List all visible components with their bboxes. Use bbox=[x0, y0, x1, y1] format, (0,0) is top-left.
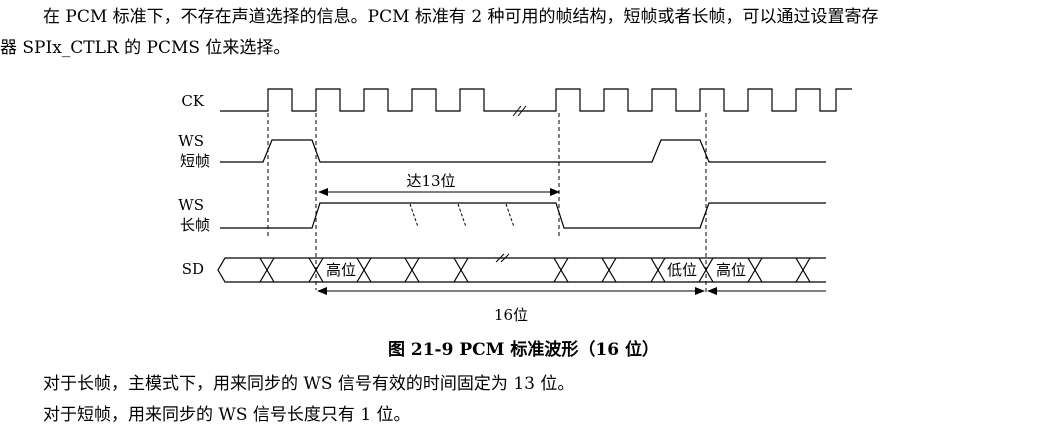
ws-short-label-1: WS bbox=[178, 132, 204, 150]
ck-label: CK bbox=[181, 92, 204, 110]
figure-caption: 图 21-9 PCM 标准波形（16 位） bbox=[387, 340, 659, 360]
ck-break-mark-1 bbox=[512, 105, 522, 117]
sd-bit-high-1: 高位 bbox=[326, 261, 356, 279]
sd-waveform bbox=[217, 257, 826, 283]
sd-break-mark-2 bbox=[500, 253, 510, 263]
ck-waveform bbox=[220, 88, 852, 112]
sd-break-mark-1 bbox=[495, 253, 505, 263]
ck-break-mark-2 bbox=[517, 105, 527, 117]
ws-short-label-2: 短帧 bbox=[180, 152, 210, 170]
pcm-waveform-diagram: CK WS 短帧 WS 长帧 SD 达13位 bbox=[178, 88, 852, 324]
ws-short-waveform bbox=[220, 139, 826, 163]
span-13-label: 达13位 bbox=[406, 172, 455, 190]
span-16-label: 16位 bbox=[494, 306, 528, 324]
paragraph-short-frame: 对于短帧，用来同步的 WS 信号长度只有 1 位。 bbox=[43, 405, 411, 425]
ws-long-label-1: WS bbox=[178, 196, 204, 214]
ws-long-label-2: 长帧 bbox=[180, 216, 210, 234]
paragraph-line-1: 在 PCM 标准下，不存在声道选择的信息。PCM 标准有 2 种可用的帧结构，短… bbox=[43, 7, 879, 27]
sd-bit-low: 低位 bbox=[667, 261, 697, 279]
ws-long-waveform bbox=[220, 202, 826, 229]
paragraph-line-2: 器 SPIx_CTLR 的 PCMS 位来选择。 bbox=[0, 38, 291, 58]
span-16-arrow bbox=[317, 287, 826, 295]
span-13-arrow bbox=[318, 188, 560, 196]
sd-bit-high-2: 高位 bbox=[716, 261, 746, 279]
paragraph-long-frame: 对于长帧，主模式下，用来同步的 WS 信号有效的时间固定为 13 位。 bbox=[43, 374, 575, 394]
sd-label: SD bbox=[182, 260, 204, 278]
ws-long-hatching bbox=[409, 203, 515, 228]
